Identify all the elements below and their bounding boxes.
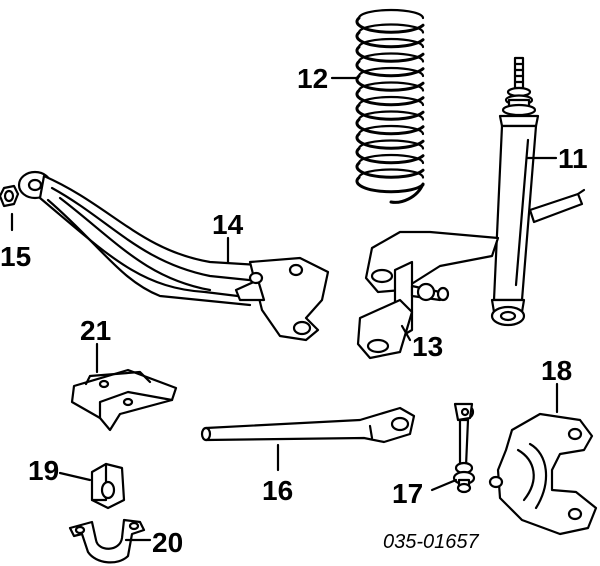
callout-16: 16 — [262, 475, 293, 506]
callout-15: 15 — [0, 241, 31, 272]
spring-coil-front — [355, 103, 425, 121]
bushing — [90, 462, 126, 510]
spring-coil-back — [357, 23, 425, 34]
spring-coil-front — [355, 60, 425, 78]
nut — [0, 184, 20, 208]
spring-coil-front — [355, 132, 425, 150]
spring-coil-back — [357, 95, 425, 107]
stabilizer-link — [452, 402, 476, 494]
callout-labels: 12 11 14 15 13 21 16 17 18 19 20 035-016… — [0, 63, 588, 558]
diagram-code: 035-01657 — [383, 531, 480, 553]
spring-coil-front — [355, 31, 425, 49]
spring-coil-back — [357, 168, 425, 179]
spring-coil-back — [357, 153, 425, 165]
spring-coil-back — [357, 52, 425, 63]
spring-coil-back — [357, 37, 425, 49]
clamp — [68, 518, 146, 564]
spring-coil-front — [355, 147, 425, 165]
spring-coil-back — [357, 66, 425, 78]
callout-18: 18 — [541, 355, 572, 386]
bracket — [356, 188, 586, 360]
callout-21: 21 — [80, 315, 111, 346]
spring-coil-front — [355, 118, 425, 136]
spring-coil-back — [357, 8, 425, 20]
spring-coil-front — [355, 89, 425, 107]
callout-12: 12 — [297, 63, 328, 94]
control-arm — [17, 170, 330, 342]
spring-coil-front — [355, 74, 425, 92]
callout-11: 11 — [558, 143, 588, 174]
coil-spring — [355, 8, 425, 204]
spring-coil-back — [357, 110, 425, 121]
shock-absorber — [490, 56, 540, 327]
callout-19: 19 — [28, 455, 59, 486]
spring-coil-front — [355, 45, 425, 63]
spring-coil-back — [357, 124, 425, 136]
stabilizer-bar — [200, 406, 416, 444]
bar-bracket — [488, 412, 598, 536]
mount-bracket — [70, 368, 178, 432]
spring-coil-back — [357, 81, 425, 92]
callout-14: 14 — [212, 209, 244, 240]
leader-lines — [10, 76, 559, 542]
spring-coil-front — [355, 161, 425, 179]
callout-17: 17 — [392, 478, 423, 509]
spring-coil-front — [355, 176, 425, 194]
spring-coil-end — [389, 182, 425, 204]
callout-13: 13 — [412, 331, 443, 362]
spring-coil-front — [355, 16, 425, 34]
spring-coil-back — [357, 139, 425, 150]
callout-20: 20 — [152, 527, 183, 558]
